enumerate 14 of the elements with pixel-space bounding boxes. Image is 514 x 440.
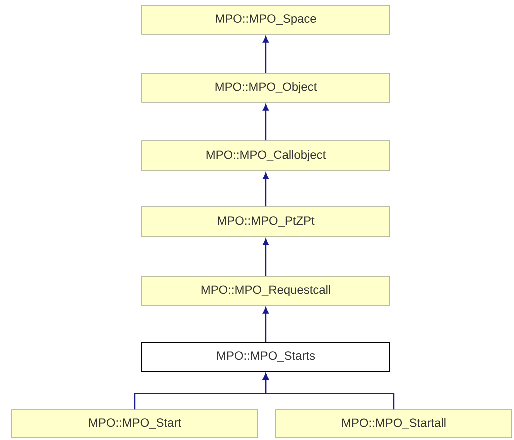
class-box: MPO::MPO_Object <box>142 73 390 103</box>
class-box: MPO::MPO_Callobject <box>142 140 390 172</box>
arrow <box>263 172 269 207</box>
class-box: MPO::MPO_Startall <box>276 410 512 438</box>
arrow <box>263 307 269 342</box>
arrow <box>263 104 269 141</box>
class-box: MPO::MPO_Starts <box>142 342 390 372</box>
class-box: MPO::MPO_Space <box>142 5 390 35</box>
class-box: MPO::MPO_Requestcall <box>142 276 390 306</box>
arrow <box>263 374 395 410</box>
arrow <box>263 238 269 276</box>
arrow <box>263 36 269 74</box>
class-box: MPO::MPO_PtZPt <box>142 206 390 238</box>
class-box: MPO::MPO_Start <box>12 410 258 438</box>
